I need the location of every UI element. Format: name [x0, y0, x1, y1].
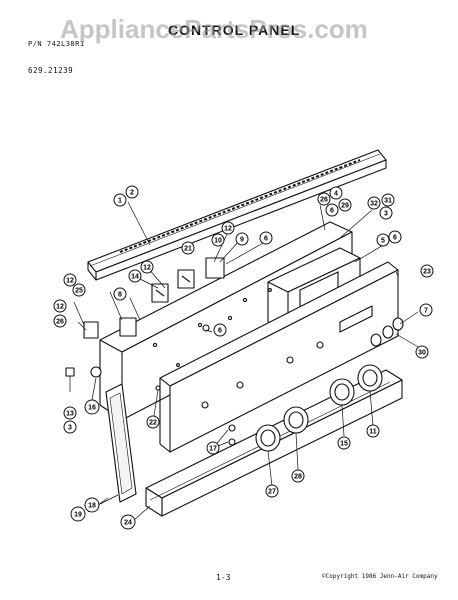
callout-2: 2 — [125, 185, 139, 199]
callout-label: 3 — [384, 211, 388, 218]
page-title: CONTROL PANEL — [168, 22, 301, 38]
push-buttons — [370, 317, 404, 347]
knob-center-right — [329, 378, 355, 406]
callout-label: 24 — [124, 520, 132, 527]
callout-label: 21 — [184, 246, 192, 253]
callout-23: 23 — [420, 264, 434, 278]
callout-3b: 3 — [63, 420, 77, 434]
callout-label: 26 — [56, 319, 64, 326]
callout-label: 10 — [214, 238, 222, 245]
callout-label: 13 — [66, 411, 74, 418]
callout-label: 4 — [334, 191, 338, 198]
callout-label: 3 — [68, 425, 72, 432]
callout-6b: 6 — [259, 231, 273, 245]
callout-12d: 12 — [53, 299, 67, 313]
part-number: P/N 742L38R1 — [28, 40, 85, 48]
callout-label: 22 — [149, 420, 157, 427]
callout-label: 32 — [370, 201, 378, 208]
callout-21: 21 — [181, 241, 195, 255]
callout-label: 30 — [418, 350, 426, 357]
callout-label: 12 — [56, 304, 64, 311]
callout-label: 6 — [264, 236, 268, 243]
callout-24: 24 — [120, 514, 136, 530]
callout-label: 23 — [423, 269, 431, 276]
callout-label: 27 — [268, 489, 276, 496]
switch-assemblies — [83, 257, 225, 339]
callout-6d: 6 — [213, 323, 227, 337]
callout-label: 6 — [393, 235, 397, 242]
callout-label: 2 — [130, 190, 134, 197]
callout-label: 18 — [88, 503, 96, 510]
callout-label: 1 — [118, 198, 122, 205]
knob-center-left — [283, 406, 309, 434]
callout-6a: 6 — [325, 203, 339, 217]
callout-12b: 12 — [140, 260, 154, 274]
callout-9: 9 — [235, 232, 249, 246]
callout-7: 7 — [419, 303, 433, 317]
callout-31: 31 — [381, 193, 395, 207]
copyright-notice: ©Copyright 1986 Jenn-Air Company — [322, 573, 438, 580]
callout-15: 15 — [337, 436, 351, 450]
small-parts — [65, 324, 236, 446]
knob-right — [357, 364, 383, 392]
callout-29: 29 — [338, 198, 352, 212]
callout-label: 16 — [88, 405, 96, 412]
callout-22: 22 — [146, 415, 160, 429]
model-number: 629.21239 — [28, 66, 74, 75]
callout-label: 15 — [340, 441, 348, 448]
callout-label: 6 — [330, 208, 334, 215]
callout-label: 19 — [74, 512, 82, 519]
callout-label: 31 — [384, 198, 392, 205]
front-panel-overlay — [159, 261, 399, 453]
callout-label: 6 — [218, 328, 222, 335]
callout-label: 12 — [66, 278, 74, 285]
callout-12c: 12 — [63, 273, 77, 287]
callout-11: 11 — [366, 424, 380, 438]
callout-13: 13 — [63, 406, 77, 420]
callout-18: 18 — [84, 497, 100, 513]
callout-27: 27 — [265, 484, 279, 498]
callout-label: 26 — [320, 197, 328, 204]
side-end-cap — [105, 383, 137, 503]
callout-label: 7 — [424, 308, 428, 315]
callout-5: 5 — [376, 233, 390, 247]
callout-label: 25 — [75, 288, 83, 295]
callout-8: 8 — [113, 287, 127, 301]
top-trim-strip — [87, 149, 387, 281]
callout-26: 26 — [317, 192, 331, 206]
callout-28: 28 — [291, 469, 305, 483]
callout-label: 12 — [224, 226, 232, 233]
callout-14: 14 — [128, 269, 142, 283]
callout-label: 17 — [209, 446, 217, 453]
callout-label: 28 — [294, 474, 302, 481]
callout-19: 19 — [70, 506, 86, 522]
callout-1: 1 — [113, 193, 127, 207]
callout-4: 4 — [329, 186, 343, 200]
callout-12a: 12 — [221, 221, 235, 235]
callout-32: 32 — [367, 196, 381, 210]
callout-3a: 3 — [379, 206, 393, 220]
callout-label: 12 — [143, 265, 151, 272]
callout-label: 9 — [240, 237, 244, 244]
watermark: AppliancePartsPros.com — [60, 14, 368, 44]
callout-30: 30 — [415, 345, 429, 359]
callout-10: 10 — [211, 233, 225, 247]
callout-label: 11 — [369, 429, 377, 436]
page-number: 1-3 — [216, 573, 231, 582]
callout-17: 17 — [206, 441, 220, 455]
callout-6c: 6 — [388, 230, 402, 244]
callout-16: 16 — [84, 399, 100, 415]
callout-label: 29 — [341, 203, 349, 210]
knob-left — [255, 424, 281, 452]
callout-label: 14 — [131, 274, 139, 281]
callout-label: 5 — [381, 238, 385, 245]
callout-label: 8 — [118, 292, 122, 299]
callout-26b: 26 — [53, 314, 67, 328]
callout-25: 25 — [72, 283, 86, 297]
callout-bubbles: 1 2 4 26 6 29 32 31 3 12 21 10 9 6 14 12… — [53, 185, 434, 530]
